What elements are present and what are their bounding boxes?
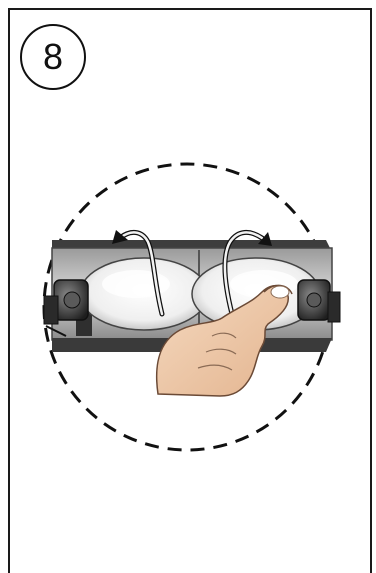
step-number: 8: [42, 36, 64, 77]
bulb-replacement-illustration: [42, 162, 341, 452]
bulb-icon: [79, 257, 209, 331]
step-badge: 8: [20, 24, 86, 90]
hand-icon: [155, 284, 293, 397]
lamp-socket-icon: [43, 279, 89, 337]
rotate-arrow-icon: [112, 230, 165, 317]
lamp-socket-icon: [297, 279, 341, 323]
rotate-arrow-icon: [222, 230, 272, 317]
instruction-panel: [8, 8, 372, 573]
